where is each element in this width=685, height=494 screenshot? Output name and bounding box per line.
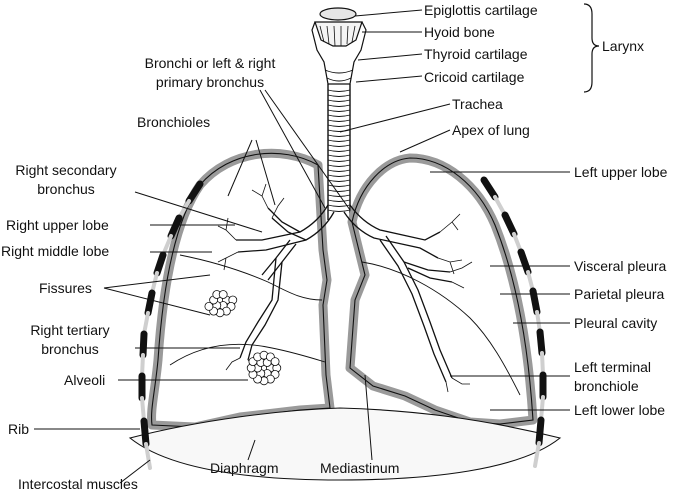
label-left-upper-lobe: Left upper lobe (574, 164, 668, 180)
label-mediastinum: Mediastinum (320, 460, 400, 476)
label-bronchi-line1: Bronchi or left & right (144, 55, 276, 71)
label-trachea: Trachea (452, 96, 503, 112)
label-thyroid-cartilage: Thyroid cartilage (424, 46, 528, 62)
label-left-terminal-line2: bronchiole (574, 378, 639, 394)
bronchiole-twigs (217, 183, 473, 393)
label-diaphragm: Diaphragm (210, 460, 279, 476)
label-hyoid-bone: Hyoid bone (424, 24, 495, 40)
label-parietal-pleura: Parietal pleura (574, 286, 665, 302)
label-left-lower-lobe: Left lower lobe (574, 402, 666, 418)
label-bronchioles: Bronchioles (137, 114, 211, 130)
label-right-secondary-line1: Right secondary (15, 162, 117, 178)
label-epiglottis-cartilage: Epiglottis cartilage (424, 2, 538, 18)
label-apex-of-lung: Apex of lung (452, 122, 530, 138)
label-bronchi-line2: primary bronchus (155, 74, 265, 90)
larynx-bracket (583, 3, 600, 93)
bronchial-tree-drawing (236, 204, 453, 383)
label-rib: Rib (8, 421, 30, 437)
label-left-terminal-line1: Left terminal (574, 359, 652, 375)
leader-lines (34, 9, 570, 484)
label-visceral-pleura: Visceral pleura (574, 258, 667, 274)
rib-cage-drawing (138, 176, 547, 470)
larynx-drawing (311, 7, 367, 85)
diaphragm-drawing (128, 407, 562, 481)
label-fissures: Fissures (39, 280, 92, 296)
label-intercostal-muscles: Intercostal muscles (18, 476, 138, 492)
left-lung-drawing (345, 153, 538, 429)
label-right-secondary-line2: bronchus (37, 181, 95, 197)
trachea-drawing (327, 84, 351, 220)
label-right-upper-lobe: Right upper lobe (6, 217, 109, 233)
label-alveoli: Alveoli (64, 372, 106, 388)
right-lung-drawing (147, 148, 335, 432)
label-right-middle-lobe: Right middle lobe (1, 243, 110, 259)
label-larynx: Larynx (602, 38, 645, 54)
label-right-tertiary-line2: bronchus (41, 341, 99, 357)
alveoli-clusters (204, 290, 282, 386)
label-cricoid-cartilage: Cricoid cartilage (424, 69, 525, 85)
label-right-tertiary-line1: Right tertiary (30, 322, 110, 338)
label-pleural-cavity: Pleural cavity (574, 315, 658, 331)
